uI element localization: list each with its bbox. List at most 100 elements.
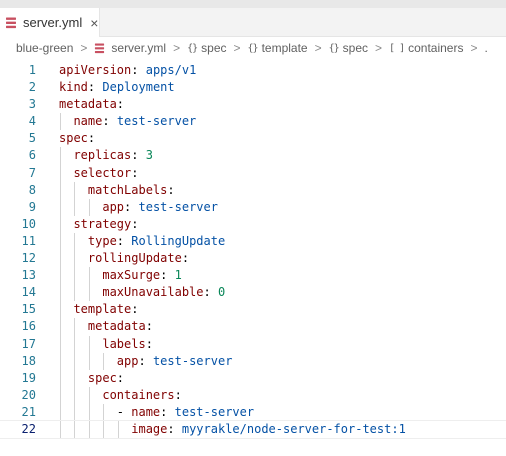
code-text: image: myyrakle/node-server-for-test:1 bbox=[131, 421, 406, 438]
indent-guide bbox=[103, 420, 105, 439]
title-strip bbox=[0, 0, 506, 8]
line-number: 20 bbox=[21, 387, 36, 402]
yaml-key: name bbox=[131, 404, 161, 419]
breadcrumb-separator: > bbox=[314, 41, 322, 55]
indent-guide bbox=[60, 232, 61, 251]
yaml-string-value: test-server bbox=[152, 353, 233, 368]
line-number: 4 bbox=[28, 114, 36, 129]
breadcrumb-separator: > bbox=[173, 41, 181, 55]
line-number: 1 bbox=[28, 63, 36, 77]
yaml-colon: : bbox=[131, 302, 139, 317]
yaml-number-value: 3 bbox=[145, 148, 153, 163]
array-symbol-icon: [ ] bbox=[389, 42, 405, 54]
code-text: spec: bbox=[59, 130, 95, 147]
yaml-colon: : bbox=[116, 370, 125, 385]
indent-guide bbox=[88, 335, 90, 353]
breadcrumb-separator: > bbox=[80, 41, 88, 55]
yaml-string-value: Deployment bbox=[102, 80, 175, 95]
indent-guide bbox=[103, 403, 105, 421]
indent-guide bbox=[74, 335, 76, 353]
code-line[interactable]: 22 image: myyrakle/node-server-for-test:1 bbox=[0, 419, 506, 440]
yaml-colon: : bbox=[160, 404, 168, 419]
yaml-key: selector bbox=[73, 165, 132, 180]
line-number: 6 bbox=[28, 148, 36, 163]
tab-server-yml[interactable]: server.yml × bbox=[0, 8, 100, 37]
breadcrumb-overflow[interactable]: . bbox=[484, 41, 488, 55]
yaml-colon: : bbox=[167, 182, 175, 197]
code-text: replicas: 3 bbox=[73, 147, 153, 164]
indent-guide bbox=[103, 352, 105, 370]
indent-guide bbox=[88, 352, 90, 370]
indent-guide bbox=[60, 181, 61, 199]
indent-guide bbox=[60, 215, 61, 233]
indent-guide bbox=[74, 198, 76, 216]
breadcrumb-item-spec-2[interactable]: {} spec bbox=[329, 41, 368, 55]
line-number: 19 bbox=[21, 370, 36, 385]
indent-guide bbox=[74, 369, 76, 387]
yaml-colon: : bbox=[174, 387, 182, 402]
indent-guide bbox=[74, 232, 76, 251]
code-text: metadata: bbox=[59, 96, 124, 113]
code-line[interactable]: 3 metadata: bbox=[0, 96, 506, 113]
indent-guide bbox=[60, 284, 61, 302]
yaml-key: metadata bbox=[87, 319, 146, 334]
breadcrumb-folder[interactable]: blue-green bbox=[16, 41, 74, 55]
line-number: 22 bbox=[21, 421, 36, 436]
object-symbol-icon: {} bbox=[187, 42, 198, 54]
indent-guide bbox=[74, 284, 76, 302]
breadcrumb-item-template[interactable]: {} template bbox=[248, 41, 308, 55]
yaml-key: name bbox=[73, 114, 103, 129]
indent-guide bbox=[74, 420, 76, 439]
indent-guide bbox=[60, 386, 61, 404]
code-line[interactable]: 6 replicas: 3 bbox=[0, 147, 506, 165]
yaml-colon: : bbox=[145, 336, 153, 351]
yaml-key: app bbox=[116, 353, 139, 368]
breadcrumb-item-spec[interactable]: {} spec bbox=[187, 41, 226, 55]
code-text: strategy: bbox=[73, 216, 138, 233]
indent-guide bbox=[60, 250, 61, 268]
indent-guide bbox=[88, 420, 90, 439]
close-icon[interactable]: × bbox=[90, 14, 99, 31]
code-line[interactable]: 17 labels: bbox=[0, 335, 506, 353]
object-symbol-icon: {} bbox=[328, 42, 340, 54]
code-text: selector: bbox=[73, 165, 138, 182]
yaml-colon: : bbox=[167, 421, 175, 436]
line-number: 17 bbox=[21, 336, 36, 351]
yaml-colon: : bbox=[87, 80, 96, 95]
breadcrumb-item-containers[interactable]: [ ] containers bbox=[389, 41, 463, 55]
code-text: labels: bbox=[102, 336, 153, 353]
yaml-colon: : bbox=[181, 251, 190, 266]
yaml-number-value: 1 bbox=[174, 268, 182, 283]
yaml-key: spec bbox=[59, 131, 88, 146]
yaml-colon: : bbox=[131, 63, 139, 77]
line-number: 3 bbox=[28, 97, 36, 112]
yaml-colon: : bbox=[102, 114, 110, 129]
yaml-colon: : bbox=[131, 165, 139, 180]
breadcrumb-file[interactable]: server.yml bbox=[94, 41, 166, 55]
yaml-key: rollingUpdate bbox=[87, 251, 182, 266]
code-line[interactable]: 21- name: test-server bbox=[0, 403, 506, 421]
code-text: - name: test-server bbox=[117, 404, 254, 421]
yaml-key: strategy bbox=[73, 216, 132, 231]
yaml-colon: : bbox=[124, 199, 132, 214]
yaml-key: replicas bbox=[73, 148, 132, 163]
yaml-key: labels bbox=[102, 336, 146, 351]
